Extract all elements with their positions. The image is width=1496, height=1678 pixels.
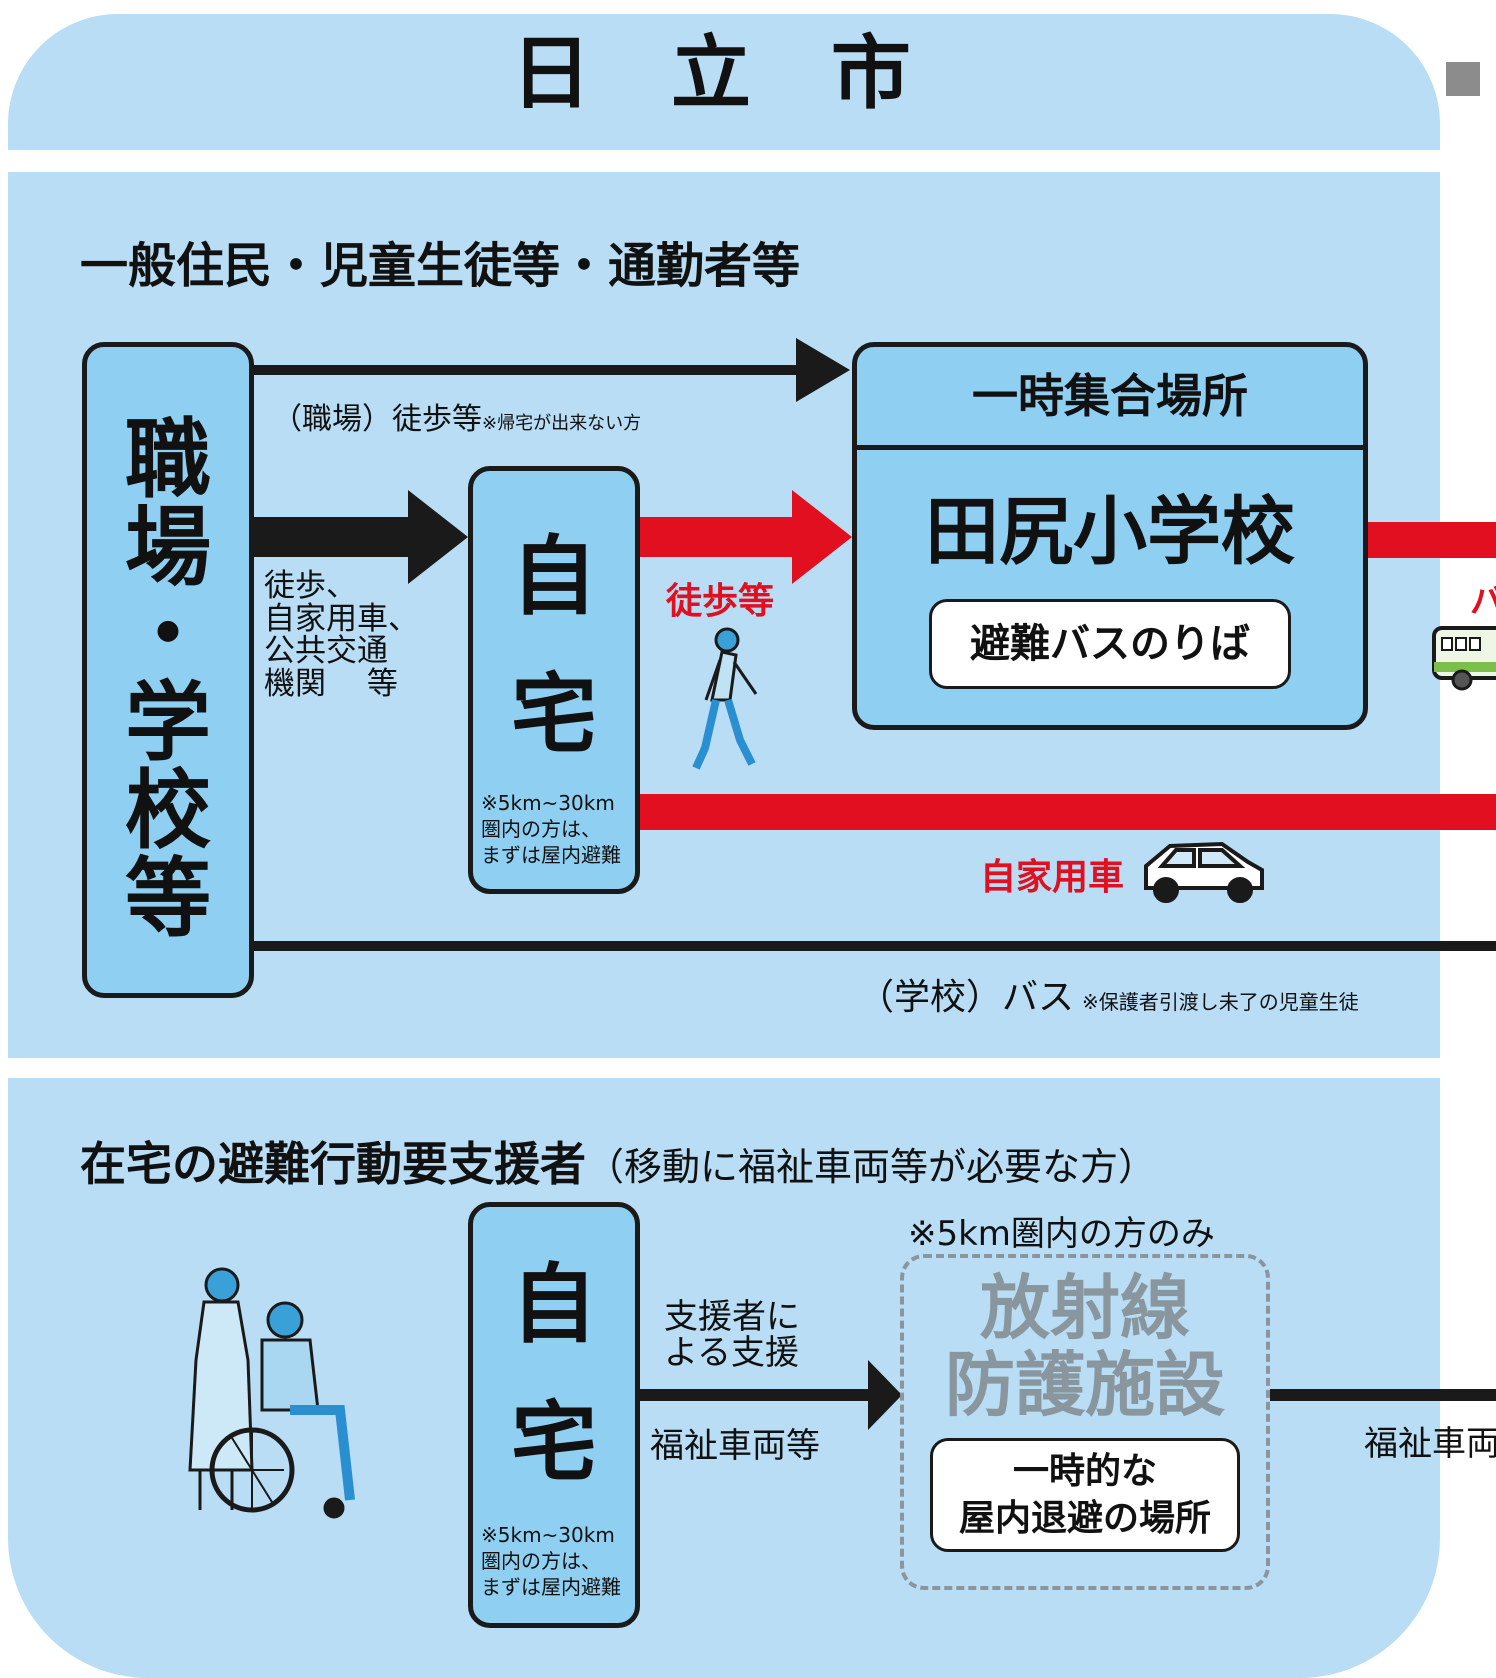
commute-methods-label: 徒歩、 自家用車、 公共交通 機関 等: [264, 568, 419, 702]
facility-name: 放射線 防護施設: [945, 1267, 1225, 1426]
arrowhead-home: [408, 490, 468, 584]
school-bus-note: ※保護者引渡し未了の児童生徒: [1082, 990, 1359, 1014]
home-box-note: ※5km~30km 圏内の方は、 まずは屋内避難: [481, 791, 621, 868]
walking-person-icon: [692, 627, 758, 770]
arrowhead-red: [792, 490, 852, 584]
home-box-2-note: ※5km~30km 圏内の方は、 まずは屋内避難: [481, 1523, 621, 1600]
bus-icon: [1432, 626, 1496, 691]
arrow-facility-out: [1270, 1389, 1496, 1401]
bus-stop-label: 避難バスのりば: [929, 599, 1291, 689]
home-box-2: 自宅 ※5km~30km 圏内の方は、 まずは屋内避難: [468, 1202, 640, 1628]
arrow-assembly-out: [1364, 522, 1496, 558]
vehicle-label: 福祉車両等: [650, 1426, 820, 1466]
school-bus-text: （学校）バス: [858, 977, 1075, 1018]
bus-partial-label: バ: [1470, 582, 1496, 622]
walk-top-text: （職場）徒歩等: [272, 402, 482, 437]
arrow-workplace-to-home: [250, 517, 416, 557]
walk-top-note: ※帰宅が出来ない方: [482, 413, 642, 434]
page-title: 日 立 市: [511, 27, 937, 120]
arrowhead-assembly: [796, 338, 850, 402]
facility-note: ※5km圏内の方のみ: [908, 1214, 1215, 1254]
facility-sub-label: 一時的な 屋内退避の場所: [930, 1438, 1240, 1552]
assembly-name: 田尻小学校: [925, 489, 1295, 575]
section2-heading: 在宅の避難行動要支援者（移動に福祉車両等が必要な方）: [80, 1128, 1156, 1194]
workplace-box-label: 職場・学校等: [125, 410, 211, 949]
walk-label: 徒歩等: [666, 581, 775, 622]
home-box-2-label: 自宅: [511, 1255, 597, 1493]
arrow-school-bus: [250, 941, 1496, 951]
vehicle-label-right: 福祉車両: [1364, 1424, 1496, 1464]
assembly-point-box: 一時集合場所 田尻小学校 避難バスのりば: [852, 342, 1368, 730]
section2-heading-bold: 在宅の避難行動要支援者: [80, 1137, 586, 1191]
arrow-workplace-to-assembly: [250, 365, 800, 375]
section1-heading: 一般住民・児童生徒等・通勤者等: [80, 238, 801, 294]
arrowhead-facility: [868, 1360, 902, 1430]
home-box: 自宅 ※5km~30km 圏内の方は、 まずは屋内避難: [468, 466, 640, 894]
assembly-header: 一時集合場所: [857, 347, 1363, 450]
car-icon: [1144, 841, 1264, 903]
section2-heading-normal: （移動に福祉車両等が必要な方）: [586, 1145, 1157, 1189]
car-label: 自家用車: [980, 857, 1125, 898]
arrow-home-to-assembly: [638, 517, 796, 557]
shelter-facility-box: 放射線 防護施設 一時的な 屋内退避の場所: [900, 1254, 1270, 1590]
wheelchair-caregiver-icon: [188, 1267, 355, 1519]
corner-marker: [1446, 62, 1480, 96]
school-bus-label: （学校）バス ※保護者引渡し未了の児童生徒: [858, 968, 1359, 1020]
support-label: 支援者に よる支援: [664, 1297, 800, 1373]
arrow-home-to-facility: [638, 1389, 876, 1401]
workplace-school-box: 職場・学校等: [82, 342, 254, 998]
walk-top-label: （職場）徒歩等※帰宅が出来ない方: [272, 394, 641, 438]
arrow-car: [638, 794, 1496, 830]
home-box-label: 自宅: [511, 527, 597, 765]
header-band: [8, 14, 1440, 150]
